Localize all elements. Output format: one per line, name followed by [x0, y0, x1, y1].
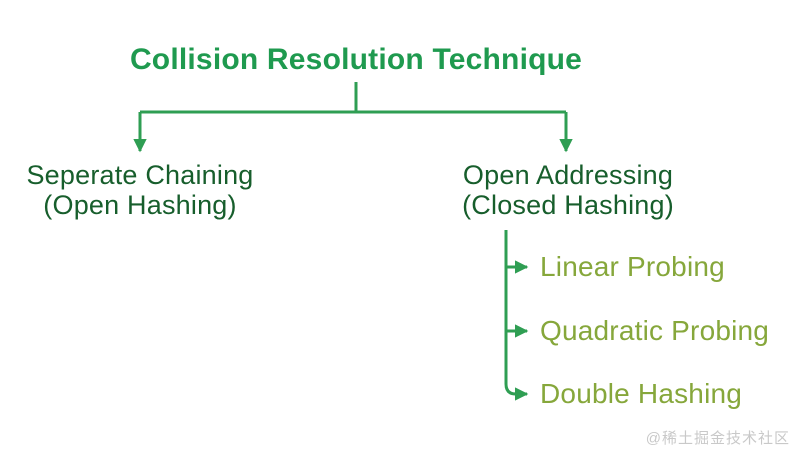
node-open-addressing: Open Addressing (Closed Hashing)	[462, 160, 674, 220]
node-open-addressing-sublabel: (Closed Hashing)	[462, 190, 674, 220]
leaf-double-hashing: Double Hashing	[540, 378, 743, 409]
diagram-title: Collision Resolution Technique	[129, 43, 583, 76]
watermark-text: @稀土掘金技术社区	[645, 430, 790, 447]
node-open-addressing-label: Open Addressing	[462, 160, 674, 190]
node-separate-chaining-sublabel: (Open Hashing)	[43, 190, 237, 220]
leaf-linear-probing: Linear Probing	[540, 251, 725, 282]
sublist-spine-and-double-hashing-arrow	[504, 230, 529, 401]
node-separate-chaining-label: Seperate Chaining	[26, 160, 254, 190]
node-separate-chaining: Seperate Chaining (Open Hashing)	[26, 160, 253, 220]
leaf-quadratic-probing: Quadratic Probing	[540, 315, 770, 346]
